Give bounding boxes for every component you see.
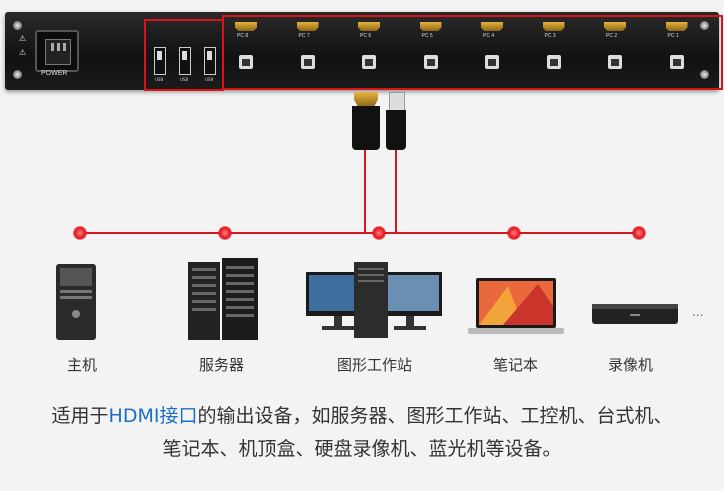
hdmi-port: [296, 22, 319, 31]
pc-port-group: PC 8 PC 7 PC 6 PC 5 PC 4 PC 3 PC 2 PC 1: [222, 15, 723, 90]
description-line-2: 笔记本、机顶盒、硬盘录像机、蓝光机等设备。: [162, 438, 562, 460]
usb-plug-icon: [389, 92, 405, 112]
workstation-icon: [306, 262, 442, 338]
power-label: POWER: [41, 70, 68, 77]
pc-port-label: PC 7: [298, 33, 310, 39]
hdmi-port: [235, 22, 257, 31]
usb-port: [179, 47, 191, 75]
description-line-1: 适用于HDMI接口的输出设备，如服务器、图形工作站、工控机、台式机、: [51, 405, 673, 427]
pc-port-column: PC 4: [478, 21, 508, 81]
pc-port-column: PC 1: [663, 21, 693, 81]
usb-port-label: USB: [205, 77, 214, 82]
connection-line: [364, 150, 366, 233]
pc-port-label: PC 4: [483, 33, 495, 39]
connection-dot: [73, 226, 87, 240]
warning-icon: ⚠: [19, 48, 27, 57]
pc-port-column: PC 7: [294, 21, 324, 81]
pc-port-column: PC 6: [355, 21, 385, 81]
connection-dot: [372, 226, 386, 240]
usb-port: [154, 47, 166, 75]
connection-line: [395, 150, 397, 233]
pc-port-label: PC 2: [606, 33, 618, 39]
usb-port-group: USB USB USB: [144, 19, 224, 91]
hdmi-cable-head: [352, 106, 380, 150]
pc-port-label: PC 1: [667, 33, 679, 39]
usb-b-port: [608, 55, 622, 69]
connection-line: [80, 232, 642, 234]
screw-icon: [13, 21, 22, 30]
hdmi-plug-icon: [354, 92, 378, 106]
connection-dot: [218, 226, 232, 240]
pc-port-column: PC 2: [601, 21, 631, 81]
usb-cable-head: [386, 110, 406, 150]
device-label-workstation: 图形工作站: [337, 356, 413, 374]
usb-b-port: [239, 55, 253, 69]
device-label-laptop: 笔记本: [493, 356, 539, 374]
device-label-host: 主机: [67, 356, 98, 374]
pc-port-label: PC 6: [360, 33, 372, 39]
hdmi-port: [481, 22, 503, 31]
pc-port-label: PC 5: [421, 33, 433, 39]
pc-port-column: PC 3: [540, 21, 570, 81]
screw-icon: [13, 70, 22, 79]
pc-port-column: PC 8: [232, 21, 262, 81]
usb-b-port: [546, 55, 561, 69]
usb-port: [204, 47, 216, 75]
pc-port-label: PC 8: [237, 33, 249, 39]
hdmi-port: [604, 22, 626, 31]
hdmi-port: [358, 22, 380, 31]
hdmi-port: [542, 22, 565, 31]
usb-b-port: [485, 55, 499, 69]
usb-port-label: USB: [180, 77, 189, 82]
usb-b-port: [423, 55, 438, 69]
more-indicator: ...: [692, 305, 704, 319]
warning-icon: ⚠: [19, 34, 27, 43]
power-socket: [35, 30, 79, 72]
screw-icon: [700, 70, 709, 79]
screw-icon: [700, 21, 709, 30]
usb-b-port: [362, 55, 376, 69]
description-text: 适用于HDMI接口的输出设备，如服务器、图形工作站、工控机、台式机、 笔记本、机…: [0, 400, 724, 466]
device-label-server: 服务器: [199, 356, 245, 374]
usb-port-label: USB: [155, 77, 164, 82]
usb-b-port: [300, 55, 315, 69]
laptop-icon: [468, 278, 564, 334]
server-rack-icon: [188, 258, 258, 340]
hdmi-port: [419, 22, 442, 31]
pc-port-label: PC 3: [544, 33, 556, 39]
connection-dot: [507, 226, 521, 240]
usb-b-port: [669, 55, 684, 69]
video-recorder-icon: [592, 304, 678, 324]
desktop-tower-icon: [56, 264, 96, 340]
pc-port-column: PC 5: [417, 21, 447, 81]
connection-dot: [632, 226, 646, 240]
hdmi-port: [665, 22, 688, 31]
hdmi-highlight: HDMI接口: [108, 405, 198, 427]
device-label-recorder: 录像机: [608, 356, 654, 374]
